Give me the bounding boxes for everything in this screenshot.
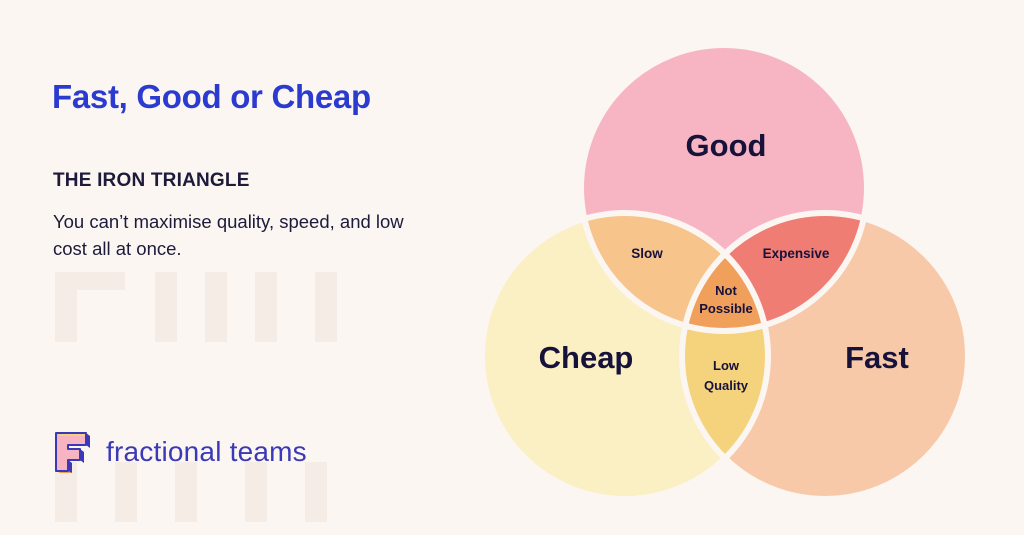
page-title: Fast, Good or Cheap <box>52 78 371 115</box>
description: You can’t maximise quality, speed, and l… <box>53 211 404 259</box>
background-watermark <box>55 272 337 522</box>
overlap-good-cheap <box>581 213 768 331</box>
label-cheap: Cheap <box>539 340 634 375</box>
venn-diagram: Good Cheap Fast Slow Expensive Not Possi… <box>470 38 990 518</box>
label-low: Low <box>713 358 740 373</box>
text-panel: Fast, Good or Cheap THE IRON TRIANGLE Yo… <box>52 0 472 535</box>
label-expensive: Expensive <box>763 246 830 261</box>
subtitle: THE IRON TRIANGLE <box>53 170 250 191</box>
letter-f-logo-icon <box>55 432 90 473</box>
label-fast: Fast <box>845 340 909 375</box>
label-possible: Possible <box>699 301 752 316</box>
label-quality: Quality <box>704 378 749 393</box>
brand-logo: fractional teams <box>52 430 307 474</box>
label-slow: Slow <box>631 246 663 261</box>
brand-name: fractional teams <box>106 436 307 467</box>
label-not: Not <box>715 283 737 298</box>
overlap-good-fast <box>682 213 867 331</box>
label-good: Good <box>686 128 767 163</box>
